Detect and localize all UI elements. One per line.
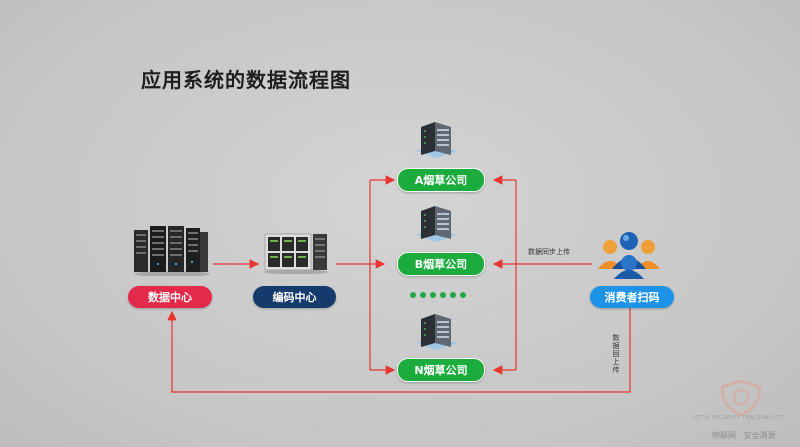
ellipsis-dot (460, 292, 466, 298)
ellipsis-dot (410, 292, 416, 298)
page-title: 应用系统的数据流程图 (141, 68, 351, 92)
users-group-icon (598, 232, 660, 279)
server-stack-icon-b (416, 206, 457, 242)
server-cabinet-icon (264, 233, 328, 274)
ellipsis-dot (430, 292, 436, 298)
node-data-center[interactable]: 数据中心 (128, 286, 212, 308)
shield-logo-icon (720, 379, 762, 417)
node-company-n[interactable]: N烟草公司 (397, 358, 485, 382)
watermark-chinese: 物联网 · 安全溯源 (712, 431, 776, 440)
server-stack-icon-n (416, 314, 457, 350)
server-stack-icon-a (416, 122, 457, 158)
server-rack-icon (134, 226, 210, 276)
node-coding-center[interactable]: 编码中心 (253, 286, 336, 308)
node-consumer-scan[interactable]: 消费者扫码 (590, 286, 674, 308)
arrow-consumer-to-datacenter (167, 308, 631, 393)
watermark-english: IOT & SECURITY TRACEABILITY (693, 415, 784, 421)
node-company-a[interactable]: A烟草公司 (397, 168, 485, 192)
ellipsis-dot (420, 292, 426, 298)
node-company-b[interactable]: B烟草公司 (397, 252, 485, 276)
ellipsis-dot (440, 292, 446, 298)
ellipsis-dot (450, 292, 456, 298)
edge-label-upload: 数据回上传 (612, 334, 620, 374)
edge-label-sync-upload: 数据同步上传 (528, 248, 570, 256)
